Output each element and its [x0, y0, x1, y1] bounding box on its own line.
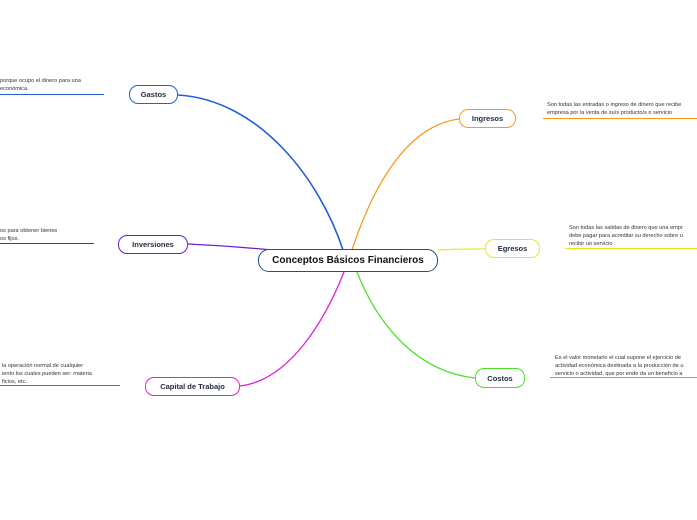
central-topic[interactable]: Conceptos Básicos Financieros [258, 249, 438, 272]
branch-egresos-label: Egresos [497, 244, 528, 253]
gastos-note: porque ocupo el dinero para una económic… [0, 78, 81, 94]
branch-gastos-label: Gastos [140, 90, 167, 99]
central-topic-label: Conceptos Básicos Financieros [272, 255, 424, 266]
inversiones-note: os para obtener bienes os fijos. [0, 228, 57, 244]
inversiones-note-underline [0, 243, 94, 245]
capital-note-line: la operación normal de cualquier [2, 363, 84, 369]
egresos-note-underline [565, 248, 697, 250]
ingresos-note-line: Son todas las entradas o ingreso de dine… [547, 102, 682, 108]
gastos-note-underline [0, 94, 104, 96]
capital-note-line: iento los cuales pueden ser: materia [2, 370, 92, 377]
capital-note-underline [0, 385, 120, 387]
branch-inversiones[interactable]: Inversiones [118, 235, 188, 254]
egresos-note: Son todas las salidas de dinero que una … [569, 225, 683, 248]
branch-gastos[interactable]: Gastos [129, 85, 178, 104]
inversiones-note-line: os para obtener bienes [0, 228, 58, 234]
branch-capital-de-trabajo[interactable]: Capital de Trabajo [145, 377, 240, 396]
egresos-note-line: Son todas las salidas de dinero que una … [569, 225, 683, 231]
inversiones-note-line: os fijos. [0, 235, 19, 242]
connector-gastos [177, 94, 344, 251]
costos-note-line: servicio o actividad, que por ende da un… [555, 370, 683, 377]
capital-note: la operación normal de cualquier iento l… [2, 363, 92, 386]
connector-ingresos [351, 118, 460, 251]
costos-note-line: actividad económica destinada a la produ… [555, 362, 684, 369]
branch-costos[interactable]: Costos [475, 368, 525, 388]
gastos-note-line: porque ocupo el dinero para una [0, 78, 81, 84]
branch-inversiones-label: Inversiones [132, 240, 174, 249]
branch-costos-label: Costos [487, 373, 513, 383]
ingresos-note: Son todas las entradas o ingreso de dine… [547, 102, 681, 118]
branch-ingresos[interactable]: Ingresos [459, 109, 516, 128]
costos-note: Es el valor monetario el cual supone el … [555, 355, 683, 378]
branch-ingresos-label: Ingresos [471, 114, 504, 123]
gastos-note-line: económica. [0, 85, 29, 92]
branch-capital-label: Capital de Trabajo [160, 382, 225, 391]
branch-egresos[interactable]: Egresos [485, 239, 540, 258]
connector-egresos [437, 248, 486, 251]
capital-note-line: ficios, etc. [2, 378, 27, 385]
connector-inversiones [187, 243, 273, 251]
costos-note-underline [550, 377, 697, 379]
connector-capital [239, 271, 345, 387]
ingresos-note-line: empresa por la venta de su/s producto/s … [547, 109, 672, 116]
egresos-note-line: recibir un servicio [569, 240, 613, 247]
ingresos-note-underline [543, 118, 697, 120]
costos-note-line: Es el valor monetario el cual supone el … [555, 355, 681, 361]
egresos-note-line: debe pagar para acreditar su derecho sob… [569, 232, 683, 239]
connector-costos [356, 271, 476, 379]
